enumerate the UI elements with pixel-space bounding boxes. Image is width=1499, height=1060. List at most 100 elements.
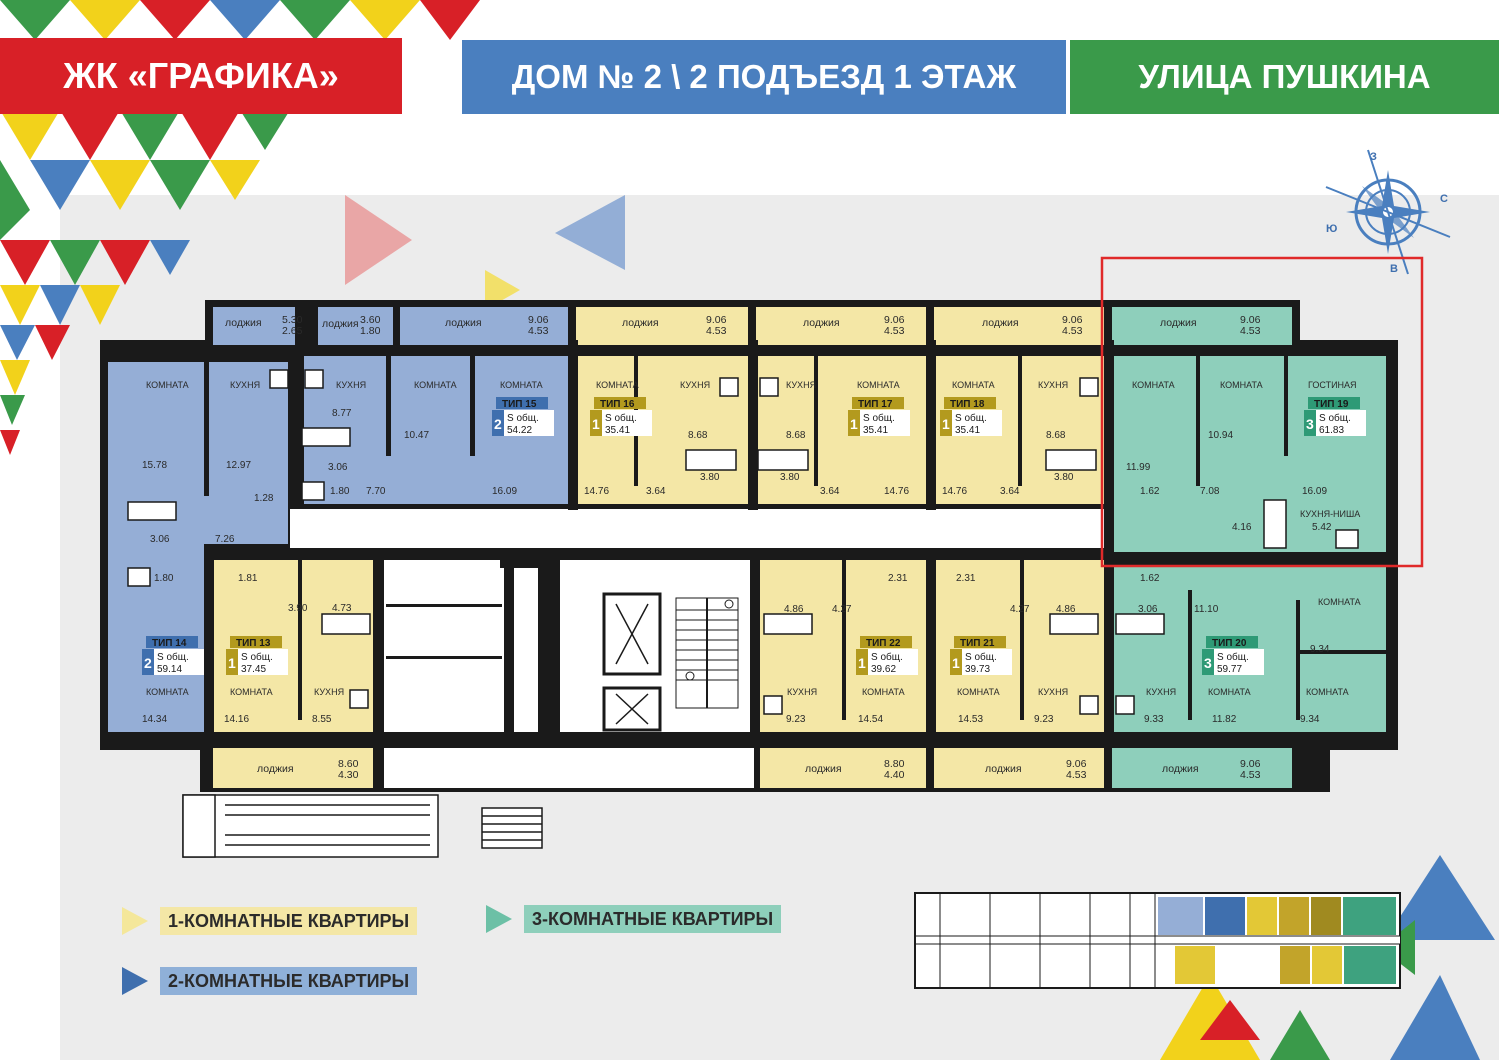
loggia17	[756, 307, 926, 345]
apt14-bottom	[108, 496, 204, 732]
legend-two-room: 2-КОМНАТНЫЕ КВАРТИРЫ	[122, 966, 418, 996]
room-area: 1.28	[254, 493, 274, 504]
legend-triangle-icon	[122, 967, 148, 995]
area-label: S общ.	[241, 651, 273, 663]
loggia-half: 4.53	[1062, 325, 1083, 337]
room-area: 4.27	[832, 604, 852, 615]
room-label: КОМНАТА	[857, 380, 900, 390]
apartment-type: ТИП 18	[950, 399, 985, 410]
room-area: 14.34	[142, 714, 167, 725]
apartment-rooms: 1	[228, 655, 236, 671]
loggia-half: 2.65	[282, 325, 303, 337]
room-area: 8.68	[786, 430, 806, 441]
room-area: 9.23	[786, 714, 806, 725]
apartment-area: 39.62	[871, 664, 896, 675]
compass-n: З	[1370, 151, 1377, 163]
building-title-banner: ДОМ № 2 \ 2 ПОДЪЕЗД 1 ЭТАЖ	[462, 40, 1066, 114]
loggia-label: лоджия	[1160, 317, 1197, 329]
kitchen-label: КУХНЯ	[787, 687, 817, 697]
loggia13	[213, 748, 373, 788]
room-area: 1.80	[154, 573, 174, 584]
corridor	[290, 508, 1108, 550]
kitchen-label: КУХНЯ	[680, 380, 710, 390]
apartment-rooms: 1	[850, 416, 858, 432]
room-area: 16.09	[492, 486, 517, 497]
room-area: 9.23	[1034, 714, 1054, 725]
loggia-label: лоджия	[257, 763, 294, 775]
kitchen-label: КУХНЯ	[1038, 687, 1068, 697]
loggia15a	[318, 307, 393, 345]
apartment-type: ТИП 21	[960, 638, 995, 649]
mini-plan	[914, 892, 1401, 989]
loggia21	[934, 748, 1104, 788]
building-title: ДОМ № 2 \ 2 ПОДЪЕЗД 1 ЭТАЖ	[511, 58, 1017, 95]
loggia-label: лоджия	[1162, 763, 1199, 775]
apartment-rooms: 1	[952, 655, 960, 671]
entrance-area	[384, 748, 754, 788]
room-area: 9.34	[1300, 714, 1320, 725]
street-title: УЛИЦА ПУШКИНА	[1138, 58, 1431, 95]
room-area: 3.80	[780, 472, 800, 483]
kitchen-label: КУХНЯ	[336, 380, 366, 390]
room-area: 10.94	[1208, 430, 1233, 441]
loggia-label: лоджия	[982, 317, 1019, 329]
apartment-type: ТИП 15	[502, 399, 537, 410]
loggia-half: 4.40	[884, 769, 905, 781]
room-area: 4.27	[1010, 604, 1030, 615]
room-label: КОМНАТА	[1318, 597, 1361, 607]
loggia-area: 9.06	[528, 314, 549, 326]
room-area: 1.81	[238, 573, 258, 584]
room-area: 3.80	[700, 472, 720, 483]
loggia-label: лоджия	[445, 317, 482, 329]
loggia-half: 4.53	[1240, 769, 1261, 781]
apartment-type: ТИП 14	[152, 638, 187, 649]
room-area: 2.31	[956, 573, 976, 584]
apartment-rooms: 1	[592, 416, 600, 432]
partitions	[204, 340, 1386, 746]
loggia15	[400, 307, 568, 345]
room-area: 14.53	[958, 714, 983, 725]
apartment-type: ТИП 22	[866, 638, 901, 649]
room-area-values: 15.78 12.97 1.28 3.06 7.26 1.80 14.34 1.…	[142, 408, 1332, 725]
room-area: 1.62	[1140, 486, 1160, 497]
room-area: 9.33	[1144, 714, 1164, 725]
compass-e: С	[1440, 193, 1448, 205]
room-name-labels: КОМНАТА КУХНЯ КУХНЯ КОМНАТА КОМНАТА КОМН…	[146, 380, 1361, 697]
room-area: 8.68	[688, 430, 708, 441]
legend-three-room: 3-КОМНАТНЫЕ КВАРТИРЫ	[486, 904, 782, 934]
room-area: 1.62	[1140, 573, 1160, 584]
area-label: S общ.	[605, 412, 637, 424]
legend-two-room-label: 2-КОМНАТНЫЕ КВАРТИРЫ	[160, 967, 418, 995]
room-area: 11.99	[1126, 462, 1151, 473]
room-area: 4.86	[1056, 604, 1076, 615]
loggia-half: 1.80	[360, 325, 381, 337]
room-area: 8.68	[1046, 430, 1066, 441]
area-label: S общ.	[1217, 651, 1249, 663]
room-label: КОМНАТА	[596, 380, 639, 390]
apartment-area: 59.14	[157, 664, 182, 675]
shaft	[514, 560, 538, 732]
apartment-area: 35.41	[605, 425, 630, 436]
legend-triangle-icon	[486, 905, 512, 933]
fixtures	[127, 369, 1359, 715]
loggia-label: лоджия	[225, 317, 262, 329]
area-label: S общ.	[157, 651, 189, 663]
loggia14	[213, 307, 295, 345]
apartment-rooms: 3	[1204, 655, 1212, 671]
loggia-half: 4.53	[884, 325, 905, 337]
apartment-rooms: 1	[942, 416, 950, 432]
apartment-type: ТИП 19	[1314, 399, 1349, 410]
room-area: 8.55	[312, 714, 332, 725]
room-label: КОМНАТА	[862, 687, 905, 697]
area-label: S общ.	[1319, 412, 1351, 424]
loggia-half: 4.30	[338, 769, 359, 781]
loggia-area: 9.06	[884, 314, 905, 326]
room-area: 2.31	[888, 573, 908, 584]
